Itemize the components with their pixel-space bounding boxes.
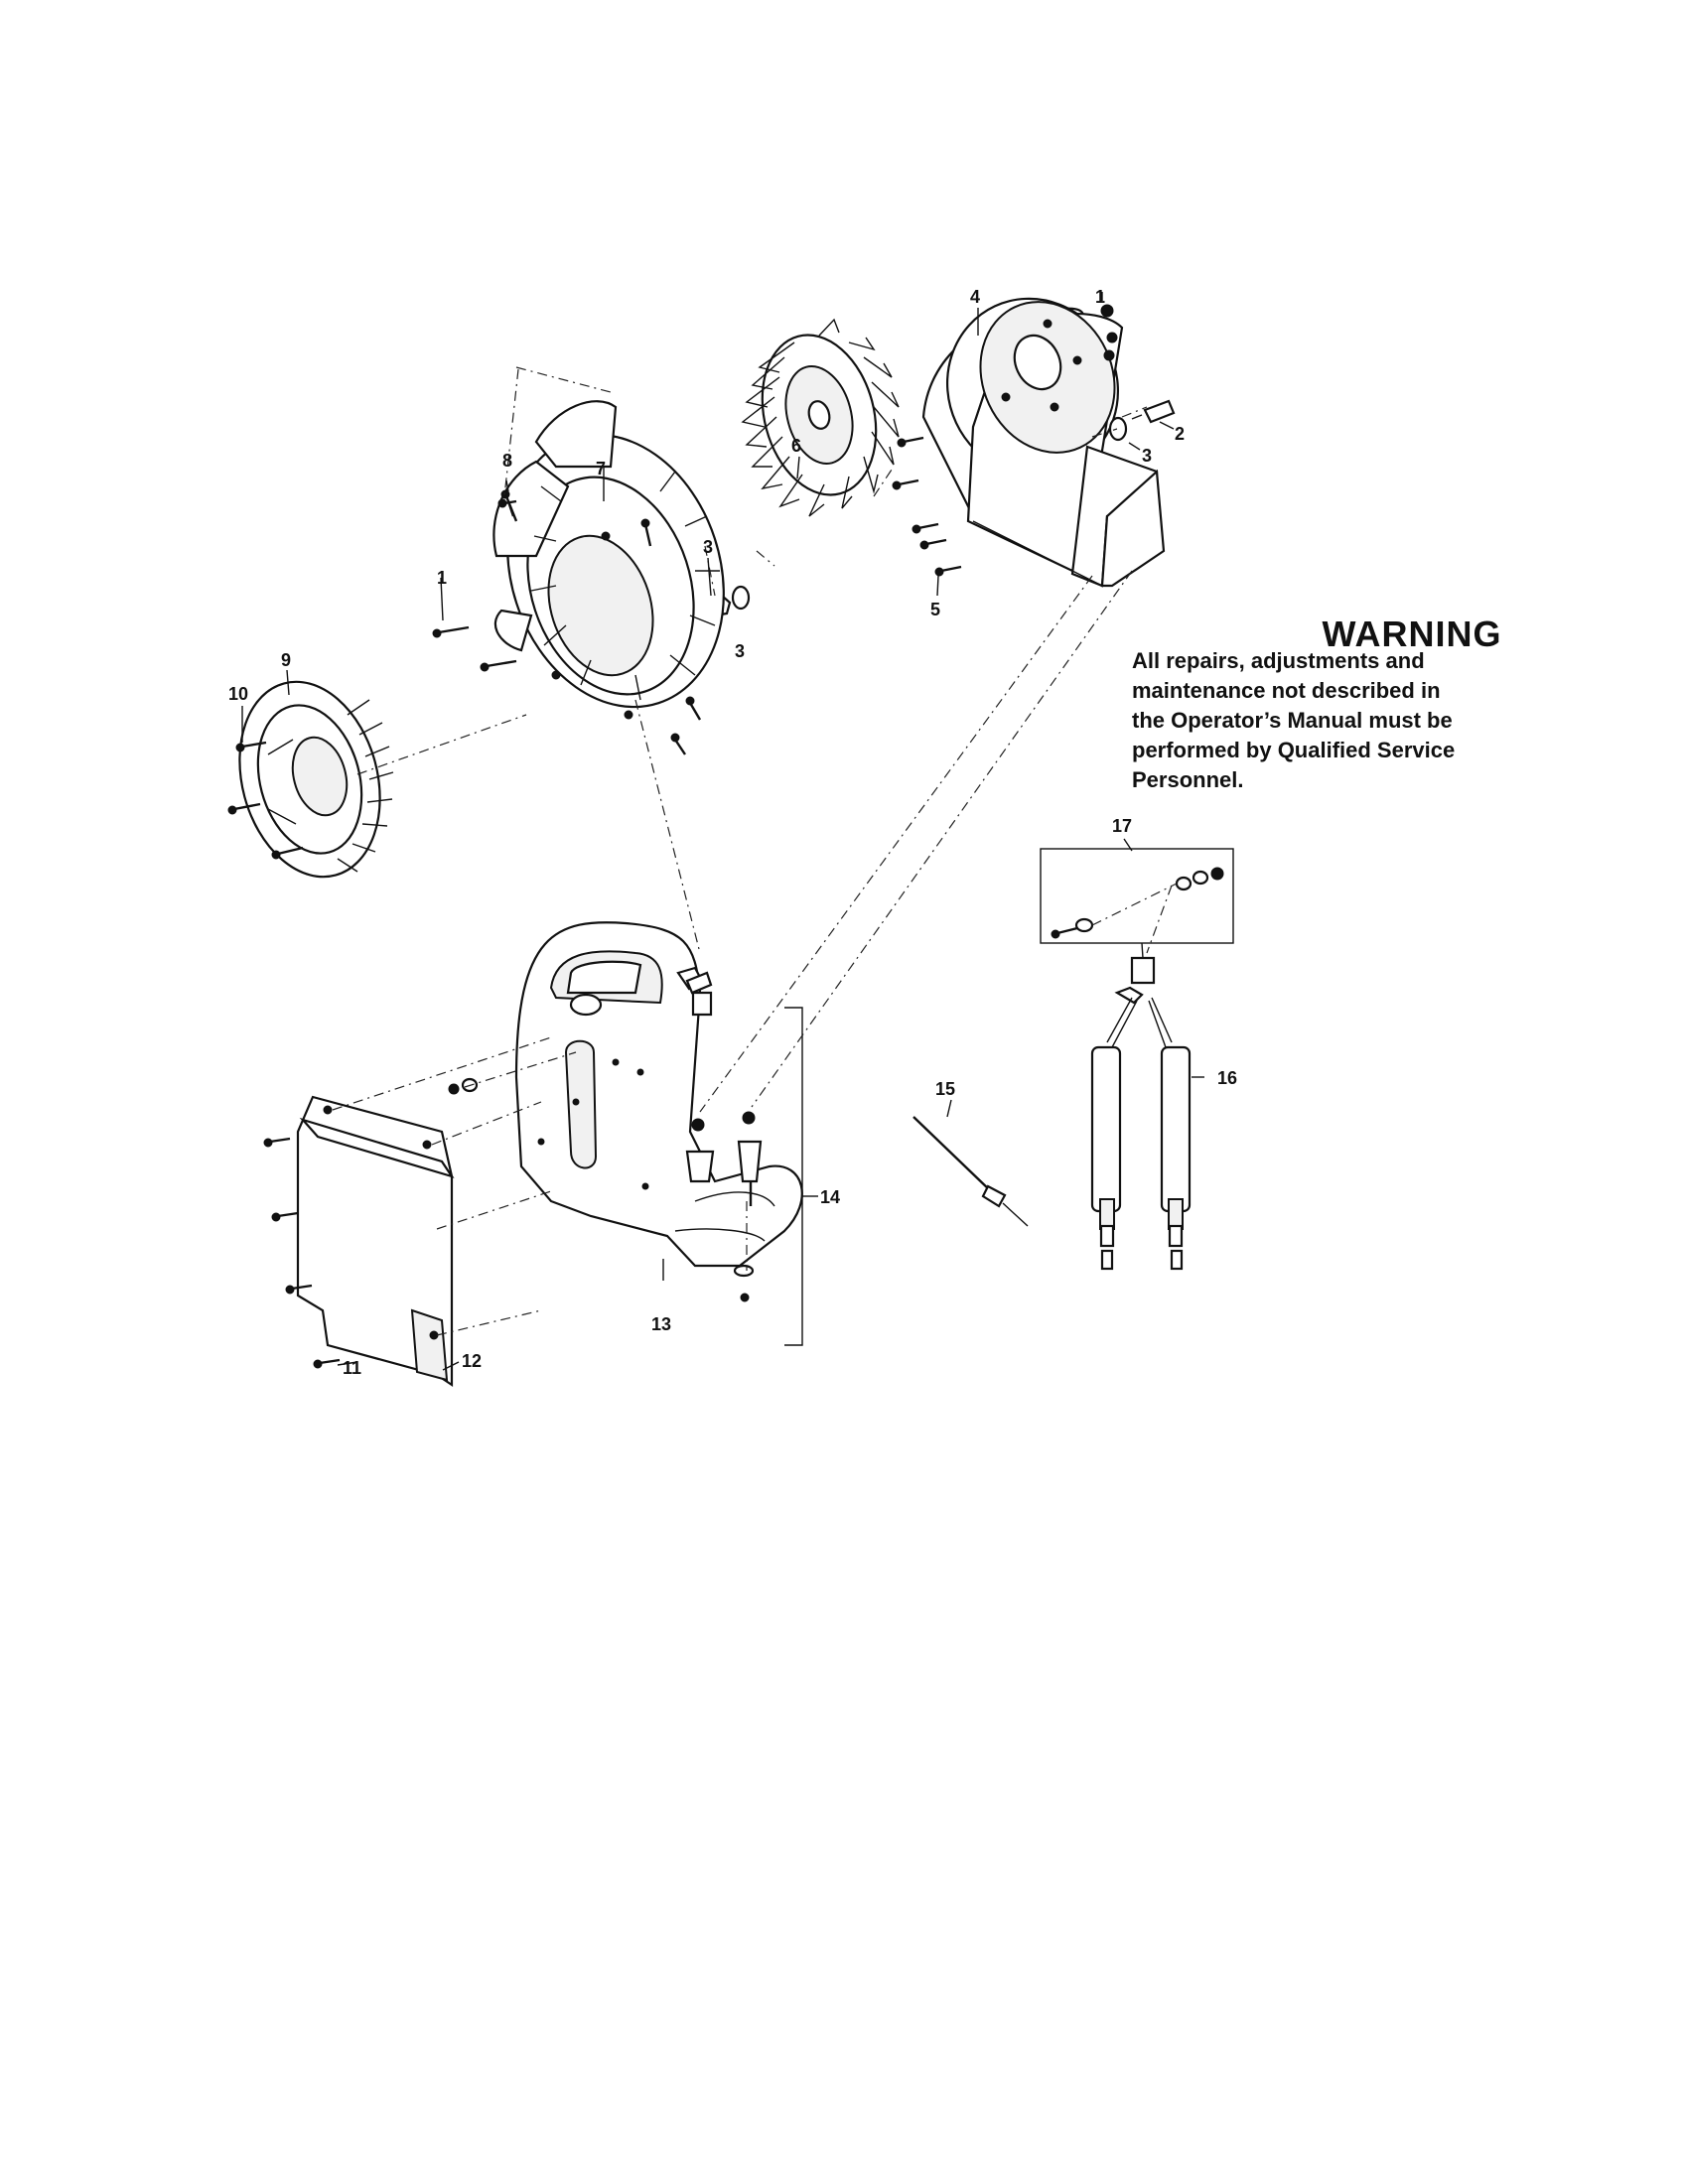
mount-isolators <box>448 966 763 1302</box>
callout-3-mid-bottom: 3 <box>735 641 745 661</box>
callout-16: 16 <box>1217 1068 1237 1088</box>
warning-line: the Operator’s Manual must be <box>1132 708 1453 733</box>
back-pad-panel <box>296 1095 455 1388</box>
harness-kit <box>1040 848 1234 1271</box>
callout-1-top: 1 <box>1095 287 1105 307</box>
blower-housing-rear <box>921 297 1166 588</box>
callout-14: 14 <box>820 1187 840 1207</box>
bracket-14 <box>784 1007 803 1346</box>
callout-12: 12 <box>462 1351 482 1371</box>
callout-3-mid-top: 3 <box>703 537 713 557</box>
callout-13: 13 <box>651 1314 671 1334</box>
callout-5: 5 <box>930 600 940 619</box>
fan-impeller <box>741 318 900 517</box>
screws-part-1-left <box>432 489 702 755</box>
callout-15: 15 <box>935 1079 955 1099</box>
warning-line: Personnel. <box>1132 767 1244 792</box>
callout-2: 2 <box>1175 424 1185 444</box>
callout-10: 10 <box>228 684 248 704</box>
callout-6: 6 <box>791 436 801 456</box>
callout-labels: 1 2 3 4 5 6 7 8 3 3 1 9 10 11 12 13 14 1… <box>228 287 1237 1378</box>
cable-tie <box>912 1116 1029 1227</box>
callout-11: 11 <box>343 1358 361 1378</box>
screws-part-11 <box>263 1137 341 1369</box>
screw-part-8 <box>497 498 517 508</box>
callout-4: 4 <box>970 287 980 307</box>
callout-8: 8 <box>502 451 512 471</box>
blower-housing-front <box>492 400 725 720</box>
callout-1-left: 1 <box>437 568 447 588</box>
screws-part-5 <box>892 436 962 577</box>
callout-17: 17 <box>1112 816 1132 836</box>
intake-cover <box>238 680 394 879</box>
warning-message: All repairs, adjustments and maintenance… <box>1132 646 1529 795</box>
callout-9: 9 <box>281 650 291 670</box>
warning-line: maintenance not described in <box>1132 678 1441 703</box>
warning-line: performed by Qualified Service <box>1132 738 1456 762</box>
callout-3-right: 3 <box>1142 446 1152 466</box>
backpack-frame <box>514 921 803 1268</box>
screws-part-10 <box>227 741 304 860</box>
callout-7: 7 <box>596 459 606 478</box>
warning-line: All repairs, adjustments and <box>1132 648 1425 673</box>
warning-title: WARNING <box>1322 614 1502 654</box>
hardware-top-right <box>1100 304 1176 442</box>
leader-lines <box>241 292 1204 1371</box>
assembly-lines <box>332 366 1178 1336</box>
